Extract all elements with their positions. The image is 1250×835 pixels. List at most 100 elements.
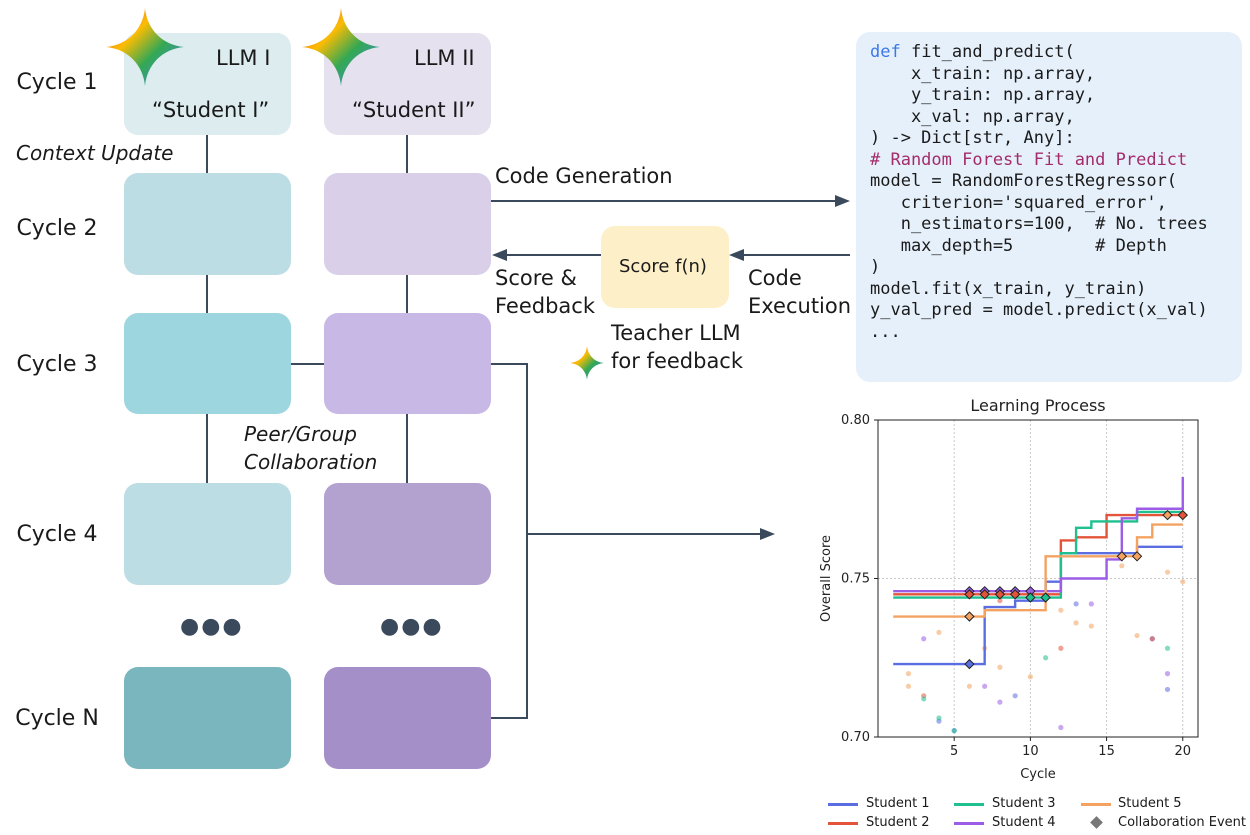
llm2-label: LLM II — [414, 46, 475, 70]
student1-label: “Student I” — [152, 98, 270, 122]
legend-diamond-icon — [1090, 816, 1103, 829]
score-function-box — [601, 226, 729, 308]
code-line: y_val_pred = model.predict(x_val) — [870, 300, 1208, 320]
legend-student4: Student 4 — [992, 815, 1056, 830]
scatter-point — [905, 683, 912, 689]
code-line: ) -> Dict[str, Any]: — [870, 128, 1075, 148]
x-tick-label: 5 — [950, 744, 958, 759]
student2-cycle2-box — [324, 173, 491, 275]
code-line: n_estimators=100, # No. trees — [870, 214, 1208, 234]
scatter-point — [1088, 623, 1094, 629]
collaboration-marker — [1040, 592, 1051, 603]
scatter-point — [936, 715, 942, 721]
peer-collab-label-2: Collaboration — [244, 450, 378, 474]
collaboration-marker — [1116, 551, 1128, 562]
collaboration-marker — [964, 658, 975, 670]
code-line: x_train: np.array, — [870, 63, 1096, 84]
collaboration-marker — [979, 589, 990, 600]
y-tick-label: 0.75 — [841, 572, 870, 587]
series-line — [893, 477, 1184, 593]
collaboration-marker — [1162, 509, 1173, 521]
code-block: def fit_and_predict( x_train: np.array, … — [856, 32, 1242, 382]
collaboration-marker — [964, 611, 975, 622]
scatter-point — [936, 629, 942, 635]
code-line: def fit_and_predict( — [870, 42, 1075, 62]
scatter-point — [997, 598, 1003, 604]
cycle-label-n: Cycle N — [15, 706, 99, 731]
arrow-head-codegen — [835, 195, 850, 207]
y-tick-label: 0.70 — [841, 730, 870, 745]
cycle-label-4: Cycle 4 — [16, 522, 98, 547]
code-line: model.fit(x_train, y_train) — [870, 278, 1147, 299]
scatter-point — [905, 671, 912, 677]
scatter-point — [997, 699, 1003, 705]
code-line: criterion='squared_error', — [870, 192, 1167, 213]
collaboration-marker — [1177, 509, 1188, 521]
student2-cycle3-box — [324, 313, 491, 414]
code-execution-label-2: Execution — [748, 294, 852, 318]
teacher-llm-label-1: Teacher LLM — [611, 321, 741, 345]
legend-swatch-student1 — [828, 803, 858, 806]
peer-collab-label-1: Peer/Group — [244, 422, 357, 446]
legend-student2: Student 2 — [866, 815, 930, 830]
legend-swatch-student3 — [954, 803, 984, 806]
legend-swatch-student5 — [1081, 803, 1111, 806]
chart-title: Learning Process — [970, 396, 1105, 415]
llm1-label: LLM I — [216, 46, 271, 70]
ellipsis-student1: ●●● — [180, 614, 244, 639]
x-tick-label: 15 — [1098, 744, 1115, 759]
code-execution-label-1: Code — [748, 266, 802, 290]
code-line: x_val: np.array, — [870, 106, 1075, 127]
score-feedback-label-1: Score & — [495, 266, 577, 290]
gemini-sparkle-icon — [570, 346, 604, 380]
scatter-point — [1164, 645, 1171, 651]
scatter-point — [997, 664, 1003, 670]
collaboration-marker — [1025, 592, 1036, 603]
arrow-head-analysis — [760, 528, 775, 540]
student1-cycle3-box — [124, 313, 291, 414]
scatter-point — [951, 728, 957, 734]
chart-legend: Student 1 Student 2 Student 3 Student 4 … — [826, 796, 1250, 834]
student2-cycle4-box — [324, 483, 491, 585]
scatter-point — [921, 696, 927, 702]
student1-cycle4-box — [124, 483, 291, 585]
series-line — [893, 545, 1183, 666]
code-line: model = RandomForestRegressor( — [870, 171, 1178, 191]
arrow-head-execution — [729, 249, 744, 261]
collaboration-marker — [964, 589, 975, 600]
scatter-point — [1149, 636, 1155, 642]
gemini-sparkle-icon — [106, 8, 184, 86]
student2-cyclen-box — [324, 667, 491, 769]
scatter-point — [1088, 601, 1094, 607]
teacher-llm-label-2: for feedback — [611, 349, 744, 373]
connector-lines — [206, 135, 850, 719]
series-line — [893, 510, 1183, 599]
legend-student5: Student 5 — [1118, 796, 1182, 811]
collaboration-marker — [994, 589, 1006, 600]
code-line: ) — [870, 257, 881, 277]
arrow-head-feedback — [492, 249, 507, 261]
scatter-point — [982, 683, 988, 689]
x-tick-label: 10 — [1022, 744, 1039, 759]
scatter-point — [1134, 632, 1140, 639]
student1-cyclen-box — [124, 667, 291, 769]
x-axis-label: Cycle — [1020, 767, 1056, 782]
legend-swatch-student2 — [828, 822, 858, 825]
scatter-point — [1058, 645, 1064, 651]
scatter-point — [1164, 686, 1171, 693]
cycle-label-1: Cycle 1 — [16, 70, 98, 95]
series-line — [893, 523, 1183, 618]
score-feedback-label-2: Feedback — [495, 294, 596, 318]
scatter-point — [1164, 671, 1171, 677]
scatter-point — [1164, 569, 1171, 575]
legend-student1: Student 1 — [866, 796, 930, 811]
y-tick-label: 0.80 — [841, 413, 870, 428]
code-generation-label: Code Generation — [495, 164, 673, 188]
collaboration-marker — [1009, 589, 1021, 600]
y-axis-label: Overall Score — [819, 535, 834, 622]
scatter-point — [1012, 693, 1018, 699]
gemini-sparkle-icon — [302, 8, 380, 86]
legend-swatch-student4 — [954, 822, 984, 825]
collaboration-marker — [1131, 551, 1143, 562]
